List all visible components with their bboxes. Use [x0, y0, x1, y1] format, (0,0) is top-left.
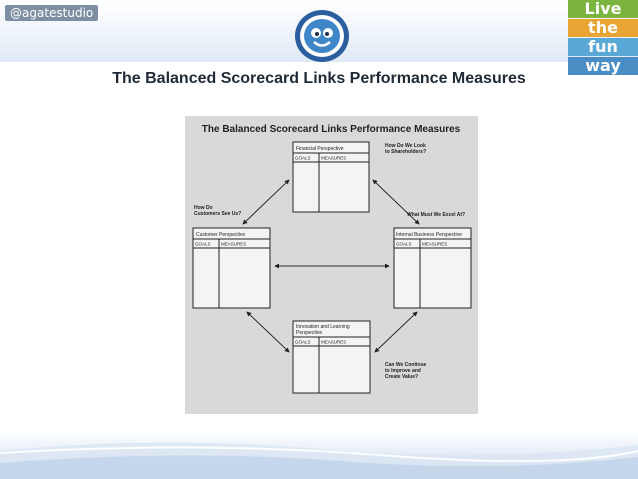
slide-title: The Balanced Scorecard Links Performance… — [112, 70, 526, 87]
customer-label: Customer Perspective — [196, 232, 245, 238]
scorecard-diagram: The Balanced Scorecard Links Performance… — [185, 116, 478, 414]
question-improve-line3: Create Value? — [385, 374, 418, 380]
innovation-learning-perspective-box: Innovation and Learning Perspective GOAL… — [292, 320, 371, 394]
learning-label-line1: Innovation and Learning — [296, 324, 350, 330]
question-customers-line2: Customers See Us? — [194, 211, 241, 217]
brand-line: Live — [568, 0, 638, 18]
measures-header: MEASURES — [321, 156, 346, 161]
arrow-customer-financial — [242, 179, 290, 225]
handle-watermark: @agatestudio — [5, 5, 99, 21]
goals-header: GOALS — [295, 156, 311, 161]
question-excel: What Must We Excel At? — [407, 212, 465, 218]
brand-slogan: Live the fun way — [568, 0, 638, 76]
financial-label: Financial Perspective — [296, 146, 344, 152]
balanced-scorecard-figure: The Balanced Scorecard Links Performance… — [185, 116, 478, 414]
arrow-internal-financial — [372, 179, 420, 225]
brand-line: the — [568, 19, 638, 37]
brand-line: way — [568, 57, 638, 75]
connector-arrows — [242, 179, 420, 353]
goals-header: GOALS — [295, 340, 311, 345]
figure-title: The Balanced Scorecard Links Performance… — [202, 124, 461, 135]
footer-wave — [0, 442, 638, 479]
internal-label: Internal Business Perspective — [396, 232, 462, 238]
arrow-learning-customer — [246, 311, 290, 353]
question-shareholders-line2: to Shareholders? — [385, 149, 426, 155]
measures-header: MEASURES — [221, 242, 246, 247]
customer-perspective-box: Customer Perspective GOALS MEASURES — [192, 227, 271, 309]
measures-header: MEASURES — [321, 340, 346, 345]
question-improve-line1: Can We Continue — [385, 362, 427, 368]
goals-header: GOALS — [396, 242, 412, 247]
arrow-learning-internal — [374, 311, 418, 353]
internal-business-perspective-box: Internal Business Perspective GOALS MEAS… — [393, 227, 472, 309]
brand-line: fun — [568, 38, 638, 56]
question-customers-line1: How Do — [194, 205, 213, 211]
measures-header: MEASURES — [422, 242, 447, 247]
question-improve-line2: to Improve and — [385, 368, 421, 374]
agate-logo-icon — [295, 10, 349, 62]
learning-label-line2: Perspective — [296, 330, 322, 336]
goals-header: GOALS — [195, 242, 211, 247]
question-shareholders-line1: How Do We Look — [385, 143, 426, 149]
financial-perspective-box: Financial Perspective GOALS MEASURES — [292, 141, 370, 213]
